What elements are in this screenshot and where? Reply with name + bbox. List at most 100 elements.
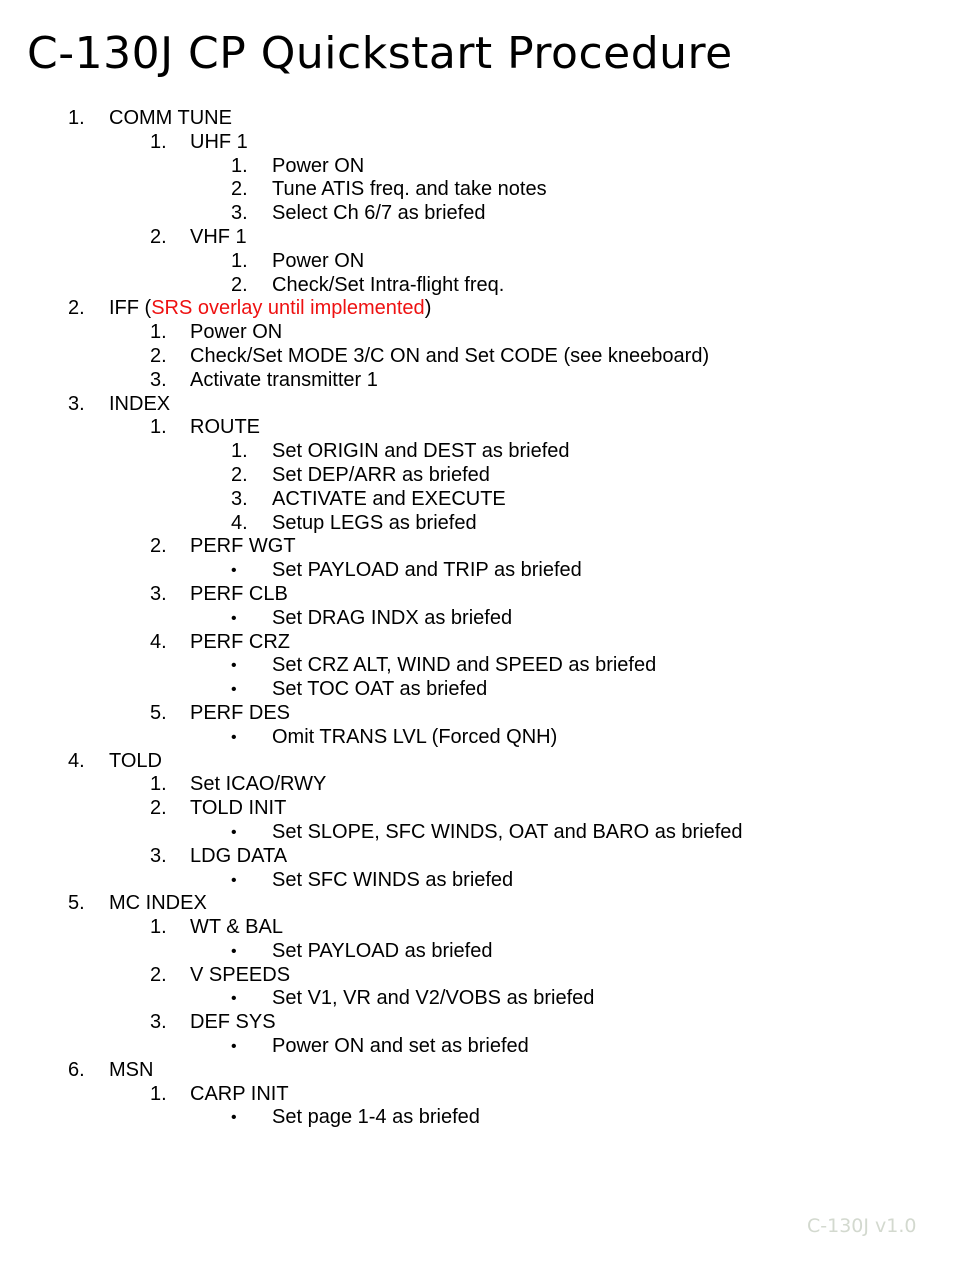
list-item-text: IFF (SRS overlay until implemented) [109, 297, 431, 321]
bullet-icon: • [231, 942, 237, 960]
item-label: Set page 1-4 as briefed [272, 1106, 480, 1129]
list-number: 4. [231, 511, 248, 534]
list-number: 2. [150, 535, 167, 558]
list-item-level-3: •Set V1, VR and V2/VOBS as briefed [0, 987, 954, 1011]
list-item-text: Tune ATIS freq. and take notes [272, 178, 547, 202]
version-footer: C-130J v1.0 [807, 1215, 917, 1237]
list-item-text: ACTIVATE and EXECUTE [272, 488, 506, 512]
list-item-level-3: 3. Select Ch 6/7 as briefed [0, 202, 954, 226]
list-item-level-3: •Set PAYLOAD and TRIP as briefed [0, 559, 954, 583]
list-item-level-1: 5.MC INDEX [0, 892, 954, 916]
item-label: Tune ATIS freq. and take notes [272, 178, 547, 201]
bullet-icon: • [231, 609, 237, 627]
list-item-level-2: 1.ROUTE [0, 416, 954, 440]
item-label: Set TOC OAT as briefed [272, 678, 488, 701]
item-label: Power ON [272, 154, 365, 177]
item-label: Set PAYLOAD and TRIP as briefed [272, 559, 582, 582]
list-item-level-1: 6.MSN [0, 1059, 954, 1083]
list-item-level-3: •Power ON and set as briefed [0, 1035, 954, 1059]
bullet-icon: • [231, 990, 237, 1008]
item-label: PERF DES [190, 701, 291, 724]
item-label: Activate transmitter 1 [190, 368, 378, 391]
list-item-text: Setup LEGS as briefed [272, 512, 477, 536]
list-item-level-2: 3.DEF SYS [0, 1011, 954, 1035]
list-item-level-2: 1.WT & BAL [0, 916, 954, 940]
item-label: Power ON [190, 321, 283, 344]
item-label: DEF SYS [190, 1011, 276, 1034]
bullet-icon: • [231, 823, 237, 841]
list-number: 2. [68, 297, 85, 320]
item-label: Set SLOPE, SFC WINDS, OAT and BARO as br… [272, 820, 743, 843]
list-item-text: PERF CLB [190, 583, 288, 607]
list-item-text: Set DRAG INDX as briefed [272, 607, 512, 631]
page-title: C-130J CP Quickstart Procedure [27, 28, 733, 79]
list-item-level-3: • Set SLOPE, SFC WINDS, OAT and BARO as b… [0, 821, 954, 845]
item-label: CARP INIT [190, 1082, 289, 1105]
list-number: 3. [150, 844, 167, 867]
item-label: Power ON [272, 249, 365, 272]
list-item-level-3: •Set page 1-4 as briefed [0, 1106, 954, 1130]
list-number: 2. [150, 963, 167, 986]
list-item-text: Select Ch 6/7 as briefed [272, 202, 485, 226]
item-label: ACTIVATE and EXECUTE [272, 487, 506, 510]
list-item-text: Check/Set MODE 3/C ON and Set CODE (see … [190, 345, 709, 369]
list-item-text: VHF 1 [190, 226, 247, 250]
item-label: VHF 1 [190, 225, 247, 248]
list-item-level-2: 2. PERF WGT [0, 535, 954, 559]
list-item-level-3: 4. Setup LEGS as briefed [0, 512, 954, 536]
list-number: 3. [231, 202, 248, 225]
list-item-text: Activate transmitter 1 [190, 369, 378, 393]
list-item-level-3: 2.Set DEP/ARR as briefed [0, 464, 954, 488]
list-item-text: Set DEP/ARR as briefed [272, 464, 490, 488]
item-label: Select Ch 6/7 as briefed [272, 202, 486, 225]
list-item-level-2: 3.Activate transmitter 1 [0, 369, 954, 393]
item-label: COMM TUNE [109, 107, 232, 129]
list-item-level-2: 4.PERF CRZ [0, 631, 954, 655]
list-number: 1. [68, 107, 85, 129]
item-label: Check/Set Intra-flight freq. [272, 273, 505, 296]
list-item-text: Set ICAO/RWY [190, 773, 326, 797]
list-number: 1. [150, 321, 167, 344]
list-item-level-3: •Set SFC WINDS as briefed [0, 869, 954, 893]
list-number: 6. [68, 1058, 85, 1081]
list-item-level-3: 2. Check/Set Intra-flight freq. [0, 274, 954, 298]
list-number: 1. [231, 249, 248, 272]
list-number: 2. [231, 273, 248, 296]
list-item-level-2: 2. VHF 1 [0, 226, 954, 250]
list-number: 2. [150, 225, 167, 248]
list-item-text: Power ON [272, 250, 364, 274]
list-item-level-3: •Set TOC OAT as briefed [0, 678, 954, 702]
list-item-level-1: 1. COMM TUNE [0, 107, 954, 131]
list-item-text: Power ON [190, 321, 282, 345]
item-label: IFF ( [109, 297, 152, 320]
list-item-level-2: 1.CARP INIT [0, 1083, 954, 1107]
list-item-text: Power ON and set as briefed [272, 1035, 529, 1059]
list-item-text: COMM TUNE [109, 107, 232, 131]
list-item-level-3: 3. ACTIVATE and EXECUTE [0, 488, 954, 512]
list-number: 1. [231, 154, 248, 177]
closing-paren: ) [424, 297, 432, 320]
item-label: Omit TRANS LVL (Forced QNH) [272, 725, 558, 748]
list-item-text: Set TOC OAT as briefed [272, 678, 487, 702]
list-item-text: CARP INIT [190, 1083, 289, 1107]
item-label: PERF WGT [190, 535, 296, 558]
list-number: 1. [150, 773, 167, 796]
list-item-level-3: • Set PAYLOAD as briefed [0, 940, 954, 964]
list-number: 5. [68, 892, 85, 915]
list-number: 3. [231, 487, 248, 510]
item-label: TOLD [109, 749, 162, 772]
list-number: 2. [150, 344, 167, 367]
list-item-text: DEF SYS [190, 1011, 276, 1035]
list-item-text: TOLD [109, 750, 162, 774]
list-item-text: Power ON [272, 155, 364, 179]
list-item-level-2: 2.TOLD INIT [0, 797, 954, 821]
list-item-level-3: 1. Power ON [0, 155, 954, 179]
list-item-level-2: 2. Check/Set MODE 3/C ON and Set CODE (se… [0, 345, 954, 369]
item-label: V SPEEDS [190, 963, 291, 986]
list-item-text: Set PAYLOAD and TRIP as briefed [272, 559, 582, 583]
list-item-text: Set PAYLOAD as briefed [272, 940, 492, 964]
list-number: 1. [231, 440, 248, 463]
list-item-text: INDEX [109, 393, 170, 417]
item-label: PERF CLB [190, 582, 288, 605]
